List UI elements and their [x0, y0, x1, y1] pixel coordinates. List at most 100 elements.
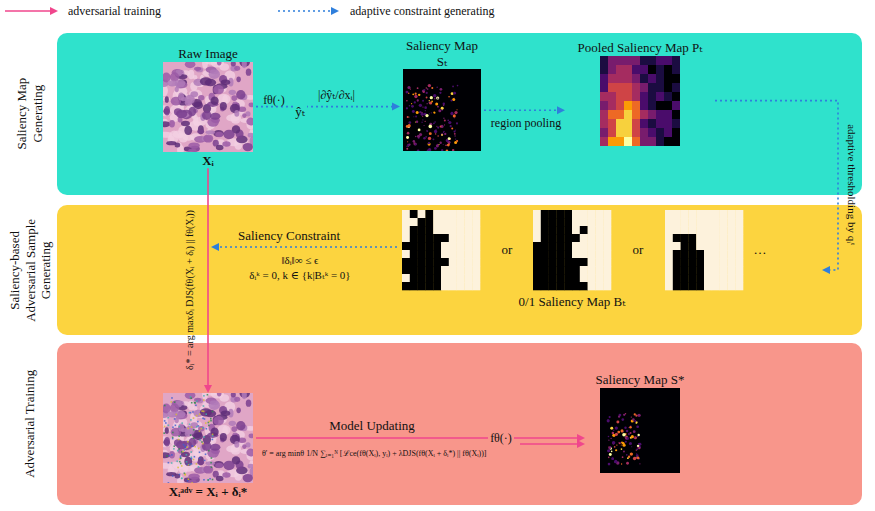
- pooled-cell: [624, 74, 632, 83]
- saliency-dot: [621, 418, 624, 421]
- pooled-cell: [664, 128, 672, 137]
- binary-cell: [688, 250, 696, 258]
- noise-dot: [199, 451, 201, 453]
- saliency-peak: [622, 433, 626, 437]
- noise-dot: [193, 429, 195, 431]
- binary-cell: [595, 258, 603, 266]
- noise-dot: [172, 426, 174, 428]
- binary-cell: [425, 258, 433, 266]
- binary-cell: [704, 282, 712, 290]
- pooled-cell: [672, 56, 680, 65]
- binary-cell: [556, 234, 564, 242]
- saliency-dot: [456, 122, 458, 124]
- pooled-cell: [616, 65, 624, 74]
- pooled-cell: [600, 101, 608, 110]
- binary-cell: [688, 266, 696, 274]
- binary-cell: [457, 274, 465, 282]
- binary-cell: [410, 210, 418, 218]
- noise-dot: [185, 446, 187, 448]
- binary-cell: [433, 258, 441, 266]
- noise-dot: [184, 474, 186, 476]
- binary-cell: [588, 258, 596, 266]
- binary-cell: [572, 226, 580, 234]
- saliency-dot: [415, 93, 417, 95]
- noise-dot: [190, 412, 192, 414]
- pooled-cell: [624, 110, 632, 119]
- saliency-dot: [610, 437, 611, 438]
- saliency-dot: [440, 88, 443, 91]
- constraint-arrowhead: [211, 243, 219, 251]
- binary-cell: [433, 266, 441, 274]
- saliency-dot: [418, 129, 421, 132]
- pooled-cell: [648, 101, 656, 110]
- tissue-nucleus: [217, 62, 222, 65]
- saliency-dot: [628, 433, 630, 435]
- binary-cell: [472, 210, 480, 218]
- binary-cell: [464, 250, 472, 258]
- pooled-cell: [648, 128, 656, 137]
- pooled-cell: [648, 74, 656, 83]
- saliency-dot: [626, 454, 628, 456]
- figure-image: [600, 388, 680, 473]
- noise-dot: [189, 423, 191, 425]
- noise-dot: [180, 458, 182, 460]
- binary-cell: [564, 266, 572, 274]
- saliency-dot: [626, 461, 629, 464]
- pooled-cell: [632, 119, 640, 128]
- saliency-dot: [637, 456, 640, 459]
- noise-dot: [202, 443, 204, 445]
- binary-cell: [704, 242, 712, 250]
- saliency-dot: [424, 125, 425, 126]
- pooled-cell: [608, 65, 616, 74]
- saliency-dot: [428, 137, 431, 140]
- saliency-dot: [625, 437, 627, 439]
- binary-cell: [603, 218, 611, 226]
- binary-cell: [681, 282, 689, 290]
- saliency-dot: [406, 91, 409, 94]
- figure-node: Raw ImageXᵢ: [160, 46, 256, 168]
- binary-cell: [457, 266, 465, 274]
- noise-dot: [171, 397, 173, 399]
- binary-cell: [472, 274, 480, 282]
- pooled-cell: [608, 83, 616, 92]
- connector: [715, 101, 838, 274]
- binary-cell: [712, 210, 720, 218]
- saliency-dot: [425, 136, 427, 138]
- binary-cell: [603, 234, 611, 242]
- pooled-cell: [624, 65, 632, 74]
- binary-cell: [727, 250, 735, 258]
- connector-label: δᵢ* = arg maxδᵢ DJS(fθ(Xᵢ + δᵢ) || fθ(Xᵢ…: [184, 210, 196, 370]
- binary-cell: [712, 242, 720, 250]
- noise-dot: [191, 482, 193, 483]
- binary-cell: [541, 226, 549, 234]
- binary-cell: [727, 218, 735, 226]
- binary-cell: [572, 242, 580, 250]
- binary-cell: [402, 234, 410, 242]
- binary-cell: [665, 218, 673, 226]
- binary-cell: [580, 218, 588, 226]
- tissue-nucleus: [210, 400, 219, 405]
- saliency-dot: [441, 107, 444, 110]
- binary-cell: [665, 266, 673, 274]
- saliency-dot: [407, 144, 410, 147]
- saliency-dot: [415, 136, 417, 138]
- saliency-dot: [453, 131, 455, 133]
- saliency-dot: [444, 133, 446, 135]
- saliency-dot: [435, 133, 436, 134]
- pooled-cell: [616, 137, 624, 146]
- ellipsis: …: [754, 242, 767, 258]
- binary-cell: [449, 274, 457, 282]
- binary-cell: [564, 274, 572, 282]
- pooled-cell: [672, 119, 680, 128]
- saliency-dot: [621, 444, 622, 445]
- noise-dot: [211, 457, 213, 459]
- binary-cell: [425, 274, 433, 282]
- pooled-cell: [600, 56, 608, 65]
- saliency-dot: [437, 98, 438, 99]
- noise-dot: [181, 451, 183, 453]
- binary-cell: [704, 234, 712, 242]
- binary-cell: [410, 258, 418, 266]
- binary-cell: [595, 282, 603, 290]
- binary-cell: [449, 226, 457, 234]
- binary-cell: [588, 274, 596, 282]
